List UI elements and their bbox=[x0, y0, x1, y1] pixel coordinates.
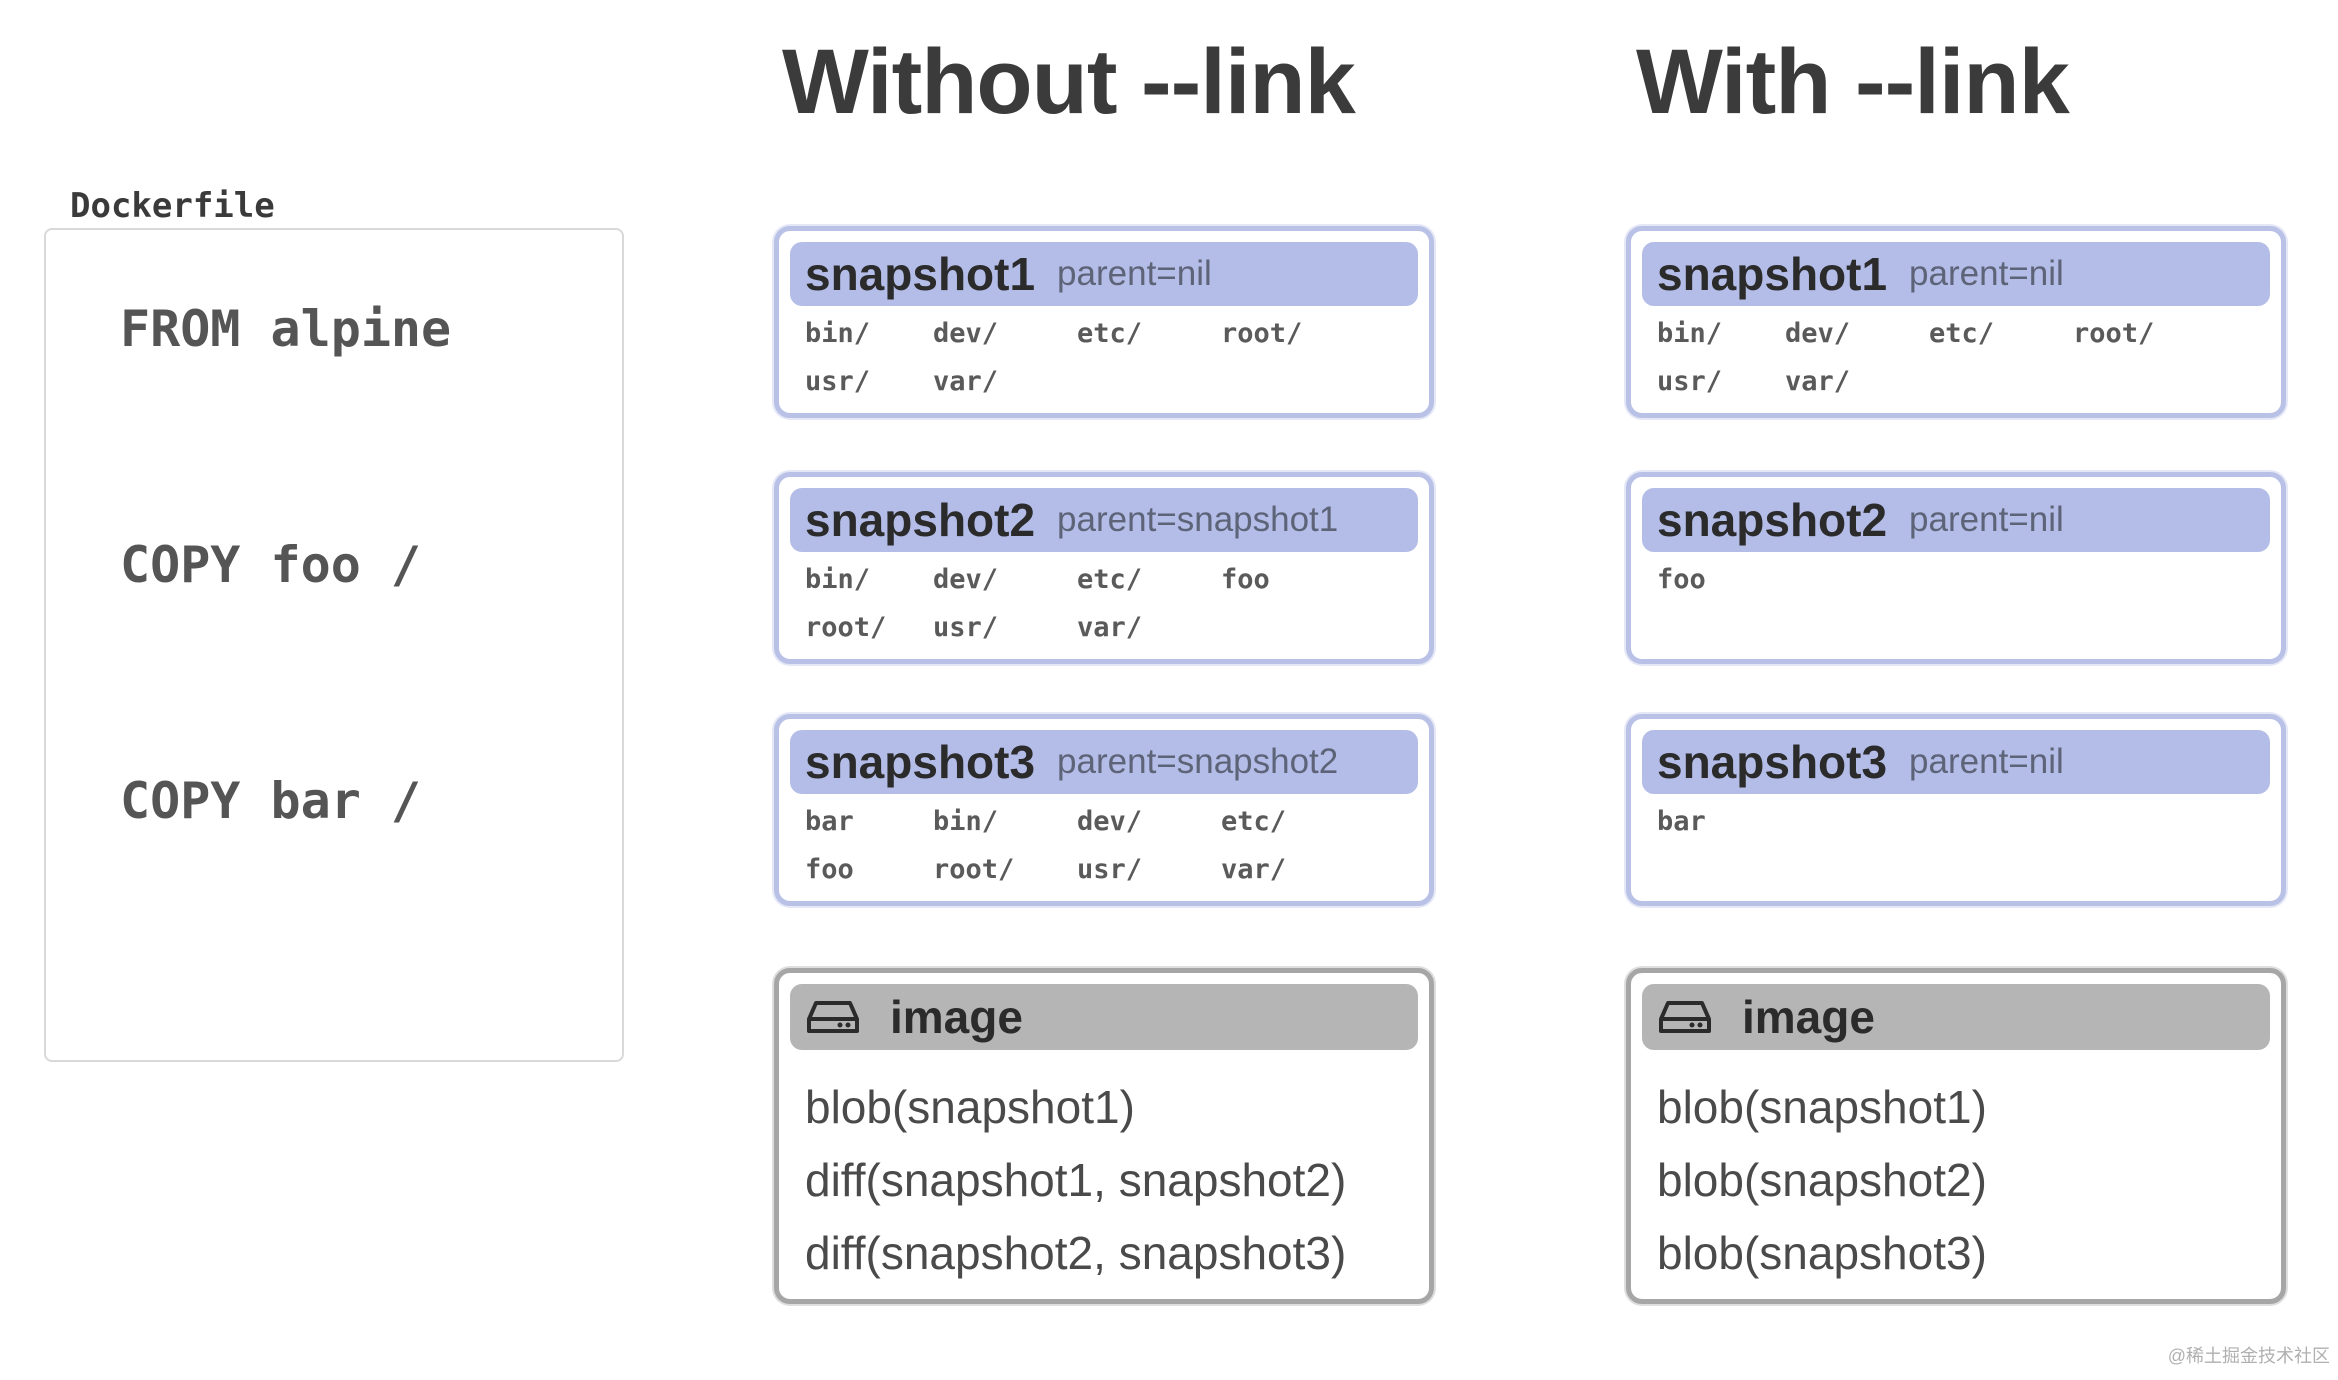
snapshot-parent: parent=nil bbox=[1909, 254, 2064, 293]
snapshot-header: snapshot3 parent=snapshot2 bbox=[790, 730, 1418, 794]
snapshot-parent: parent=snapshot1 bbox=[1057, 500, 1339, 539]
image-layer-list: blob(snapshot1) diff(snapshot1, snapshot… bbox=[805, 1071, 1346, 1290]
image-layer: blob(snapshot1) bbox=[1657, 1081, 1987, 1133]
with-link-title: With --link bbox=[1636, 31, 2070, 133]
snapshot-file-list: bin/ dev/ etc/ root/ usr/ var/ bbox=[1657, 319, 2261, 397]
image-layer-list: blob(snapshot1) blob(snapshot2) blob(sna… bbox=[1657, 1071, 1987, 1290]
with-snapshot1-card: snapshot1 parent=nil bin/ dev/ etc/ root… bbox=[1626, 226, 2286, 418]
with-image-card: image blob(snapshot1) blob(snapshot2) bl… bbox=[1626, 968, 2286, 1304]
snapshot-name: snapshot3 bbox=[1657, 736, 1888, 788]
image-header: image bbox=[1642, 984, 2270, 1050]
snapshot-file-list: bar bin/ dev/ etc/ foo root/ usr/ var/ bbox=[805, 807, 1409, 885]
file-entry: dev/ bbox=[933, 318, 999, 349]
without-link-title: Without --link bbox=[782, 31, 1356, 133]
image-title: image bbox=[1742, 991, 1875, 1043]
snapshot-parent: parent=snapshot2 bbox=[1057, 742, 1339, 781]
snapshot-header: snapshot2 parent=snapshot1 bbox=[790, 488, 1418, 552]
snapshot-file-list: bin/ dev/ etc/ root/ usr/ var/ bbox=[805, 319, 1409, 397]
dockerfile-line-copy-foo: COPY foo / bbox=[120, 536, 422, 594]
snapshot-name: snapshot2 bbox=[805, 494, 1036, 546]
file-entry: etc/ bbox=[1077, 564, 1143, 595]
hard-drive-icon bbox=[807, 1001, 859, 1033]
snapshot-header: snapshot1 parent=nil bbox=[790, 242, 1418, 306]
file-entry: bin/ bbox=[805, 318, 871, 349]
watermark: @稀土掘金技术社区 bbox=[2167, 1346, 2330, 1366]
without-image-card: image blob(snapshot1) diff(snapshot1, sn… bbox=[774, 968, 1434, 1304]
snapshot-header: snapshot2 parent=nil bbox=[1642, 488, 2270, 552]
file-entry: dev/ bbox=[1077, 806, 1143, 837]
file-entry: var/ bbox=[1077, 612, 1143, 643]
snapshot-header: snapshot1 parent=nil bbox=[1642, 242, 2270, 306]
image-layer: diff(snapshot1, snapshot2) bbox=[805, 1154, 1347, 1206]
snapshot-file-list: bin/ dev/ etc/ foo root/ usr/ var/ bbox=[805, 565, 1409, 643]
file-entry: root/ bbox=[933, 854, 1015, 885]
file-entry: bin/ bbox=[805, 564, 871, 595]
snapshot-name: snapshot3 bbox=[805, 736, 1036, 788]
without-snapshot2-card: snapshot2 parent=snapshot1 bin/ dev/ etc… bbox=[774, 472, 1434, 664]
snapshot-file-list: foo bbox=[1657, 565, 2261, 595]
dockerfile-label: Dockerfile bbox=[70, 186, 275, 226]
with-snapshot2-card: snapshot2 parent=nil foo bbox=[1626, 472, 2286, 664]
snapshot-header: snapshot3 parent=nil bbox=[1642, 730, 2270, 794]
file-entry: usr/ bbox=[933, 612, 999, 643]
without-snapshot1-card: snapshot1 parent=nil bin/ dev/ etc/ root… bbox=[774, 226, 1434, 418]
file-entry: var/ bbox=[1785, 366, 1851, 397]
snapshot-parent: parent=nil bbox=[1909, 500, 2064, 539]
file-entry: root/ bbox=[1221, 318, 1303, 349]
image-title: image bbox=[890, 991, 1023, 1043]
file-entry: bin/ bbox=[933, 806, 999, 837]
file-entry: etc/ bbox=[1221, 806, 1287, 837]
file-entry: root/ bbox=[805, 612, 887, 643]
file-entry: bar bbox=[1657, 806, 1706, 837]
image-layer: blob(snapshot2) bbox=[1657, 1154, 1987, 1206]
file-entry: bin/ bbox=[1657, 318, 1723, 349]
file-entry: usr/ bbox=[1077, 854, 1143, 885]
without-snapshot3-card: snapshot3 parent=snapshot2 bar bin/ dev/… bbox=[774, 714, 1434, 906]
snapshot-parent: parent=nil bbox=[1057, 254, 1212, 293]
file-entry: root/ bbox=[2073, 318, 2155, 349]
image-layer: blob(snapshot3) bbox=[1657, 1227, 1987, 1279]
snapshot-file-list: bar bbox=[1657, 807, 2261, 837]
file-entry: bar bbox=[805, 806, 854, 837]
hard-drive-icon bbox=[1659, 1001, 1711, 1033]
file-entry: etc/ bbox=[1077, 318, 1143, 349]
dockerfile-line-from: FROM alpine bbox=[120, 300, 452, 358]
file-entry: dev/ bbox=[1785, 318, 1851, 349]
image-layer: blob(snapshot1) bbox=[805, 1081, 1135, 1133]
file-entry: var/ bbox=[1221, 854, 1287, 885]
dockerfile-box: FROM alpine COPY foo / COPY bar / bbox=[44, 228, 624, 1062]
file-entry: foo bbox=[805, 854, 854, 885]
file-entry: dev/ bbox=[933, 564, 999, 595]
file-entry: foo bbox=[1657, 564, 1706, 595]
file-entry: etc/ bbox=[1929, 318, 1995, 349]
image-header: image bbox=[790, 984, 1418, 1050]
file-entry: usr/ bbox=[1657, 366, 1723, 397]
with-snapshot3-card: snapshot3 parent=nil bar bbox=[1626, 714, 2286, 906]
file-entry: usr/ bbox=[805, 366, 871, 397]
file-entry: var/ bbox=[933, 366, 999, 397]
image-layer: diff(snapshot2, snapshot3) bbox=[805, 1227, 1347, 1279]
dockerfile-line-copy-bar: COPY bar / bbox=[120, 772, 422, 830]
snapshot-parent: parent=nil bbox=[1909, 742, 2064, 781]
snapshot-name: snapshot1 bbox=[1657, 248, 1888, 300]
file-entry: foo bbox=[1221, 564, 1270, 595]
snapshot-name: snapshot1 bbox=[805, 248, 1036, 300]
snapshot-name: snapshot2 bbox=[1657, 494, 1888, 546]
